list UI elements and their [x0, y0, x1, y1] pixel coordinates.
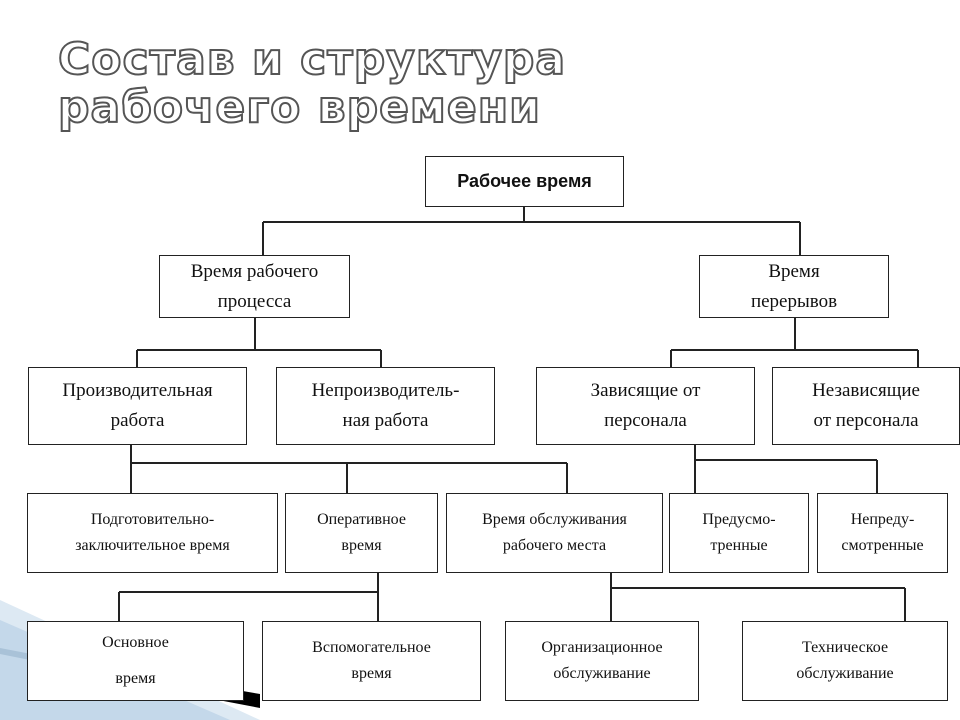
node-working-time: Рабочее время — [425, 156, 624, 207]
node-break-time: Время перерывов — [699, 255, 889, 318]
node-work-process-time: Время рабочего процесса — [159, 255, 350, 318]
slide-title: Состав и структура рабочего времени — [57, 34, 567, 133]
node-staff-independent: Независящие от персонала — [772, 367, 960, 445]
node-productive-work: Производительная работа — [28, 367, 247, 445]
node-workplace-service-time: Время обслуживания рабочего места — [446, 493, 663, 573]
node-operative-time: Оперативное время — [285, 493, 438, 573]
node-basic-time: Основное время — [27, 621, 244, 701]
node-planned-breaks: Предусмо- тренные — [669, 493, 809, 573]
node-organizational-service: Организационное обслуживание — [505, 621, 699, 701]
node-staff-dependent: Зависящие от персонала — [536, 367, 755, 445]
node-unproductive-work: Непроизводитель- ная работа — [276, 367, 495, 445]
node-unplanned-breaks: Непреду- смотренные — [817, 493, 948, 573]
node-technical-service: Техническое обслуживание — [742, 621, 948, 701]
node-prep-final-time: Подготовительно- заключительное время — [27, 493, 278, 573]
node-auxiliary-time: Вспомогательное время — [262, 621, 481, 701]
